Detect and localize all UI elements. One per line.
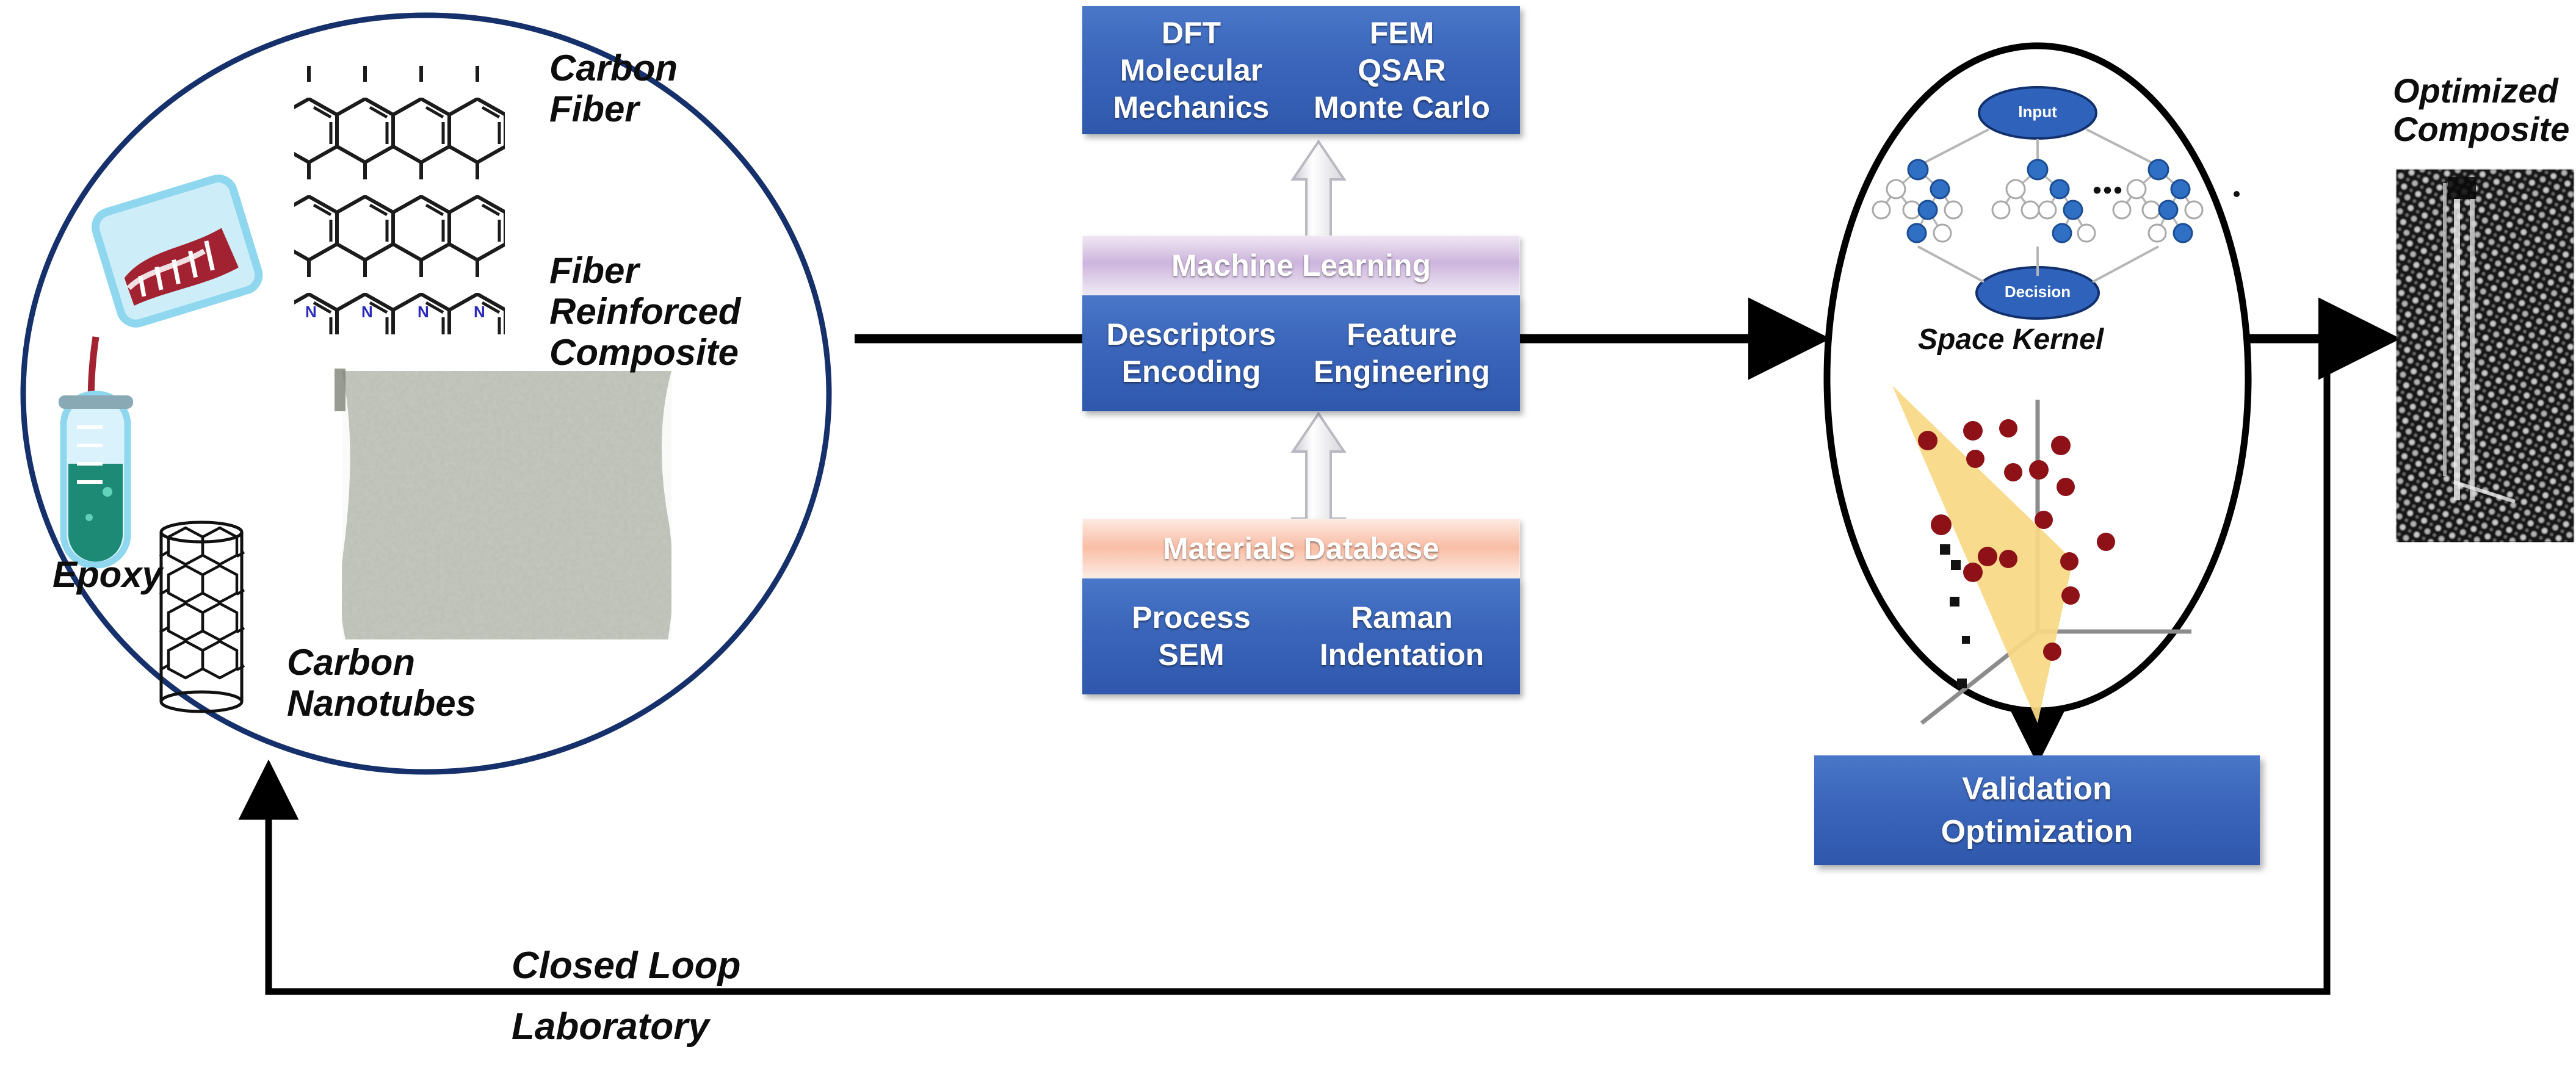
svg-text:N: N: [474, 303, 485, 321]
tree-ellipsis: •••: [2093, 177, 2124, 204]
label-closed-loop: Closed Loop: [512, 945, 741, 987]
machine-learning-body: Descriptors Encoding Feature Engineering: [1082, 295, 1520, 411]
materials-database-body: Process SEM Raman Indentation: [1082, 578, 1520, 694]
tree-nodes-1: [1872, 159, 1963, 243]
materials-database-box[interactable]: Materials Database Process SEM Raman Ind…: [1082, 519, 1520, 694]
simulation-methods-body: DFT Molecular Mechanics FEM QSAR Monte C…: [1082, 6, 1520, 134]
composite-tem-micrograph: [2397, 170, 2574, 542]
beaker-icon: [91, 175, 263, 328]
simulation-right-column: FEM QSAR Monte Carlo: [1314, 15, 1490, 124]
carbon-nanotube-icon: [159, 520, 245, 713]
label-epoxy: Epoxy: [52, 554, 163, 595]
ml-left-column: Descriptors Encoding: [1106, 317, 1276, 389]
ml-right-column: Feature Engineering: [1314, 317, 1490, 389]
svg-text:N: N: [305, 303, 317, 321]
sem-micrograph-image: [335, 369, 673, 639]
stray-dot: [2234, 191, 2240, 197]
materials-database-header: Materials Database: [1082, 519, 1520, 578]
db-right-column: Raman Indentation: [1319, 600, 1485, 672]
label-laboratory: Laboratory: [512, 1006, 709, 1048]
svg-text:N: N: [361, 303, 373, 321]
simulation-methods-box[interactable]: DFT Molecular Mechanics FEM QSAR Monte C…: [1082, 6, 1520, 134]
label-space-kernel: Space Kernel: [1918, 323, 2104, 356]
label-optimized-composite: Optimized Composite: [2393, 71, 2570, 148]
model-ellipse-outline: [1823, 42, 2252, 715]
test-tube-icon: [59, 391, 133, 569]
pour-stream: [87, 336, 99, 413]
tree-input-node-label: Input: [2018, 103, 2057, 121]
label-carbon-nanotubes: Carbon Nanotubes: [287, 642, 477, 724]
machine-learning-box[interactable]: Machine Learning Descriptors Encoding Fe…: [1082, 236, 1520, 411]
machine-learning-header: Machine Learning: [1082, 236, 1520, 295]
label-carbon-fiber: Carbon Fiber: [549, 48, 678, 130]
svm-kernel-plot: [1892, 386, 2191, 725]
db-left-column: Process SEM: [1132, 600, 1251, 672]
simulation-left-column: DFT Molecular Mechanics: [1113, 15, 1270, 124]
validation-optimization-box[interactable]: Validation Optimization: [1814, 755, 2260, 865]
label-fiber-reinforced-composite: Fiber Reinforced Composite: [549, 250, 741, 373]
tree-decision-node-label: Decision: [2004, 283, 2071, 301]
svg-text:N: N: [418, 303, 429, 321]
